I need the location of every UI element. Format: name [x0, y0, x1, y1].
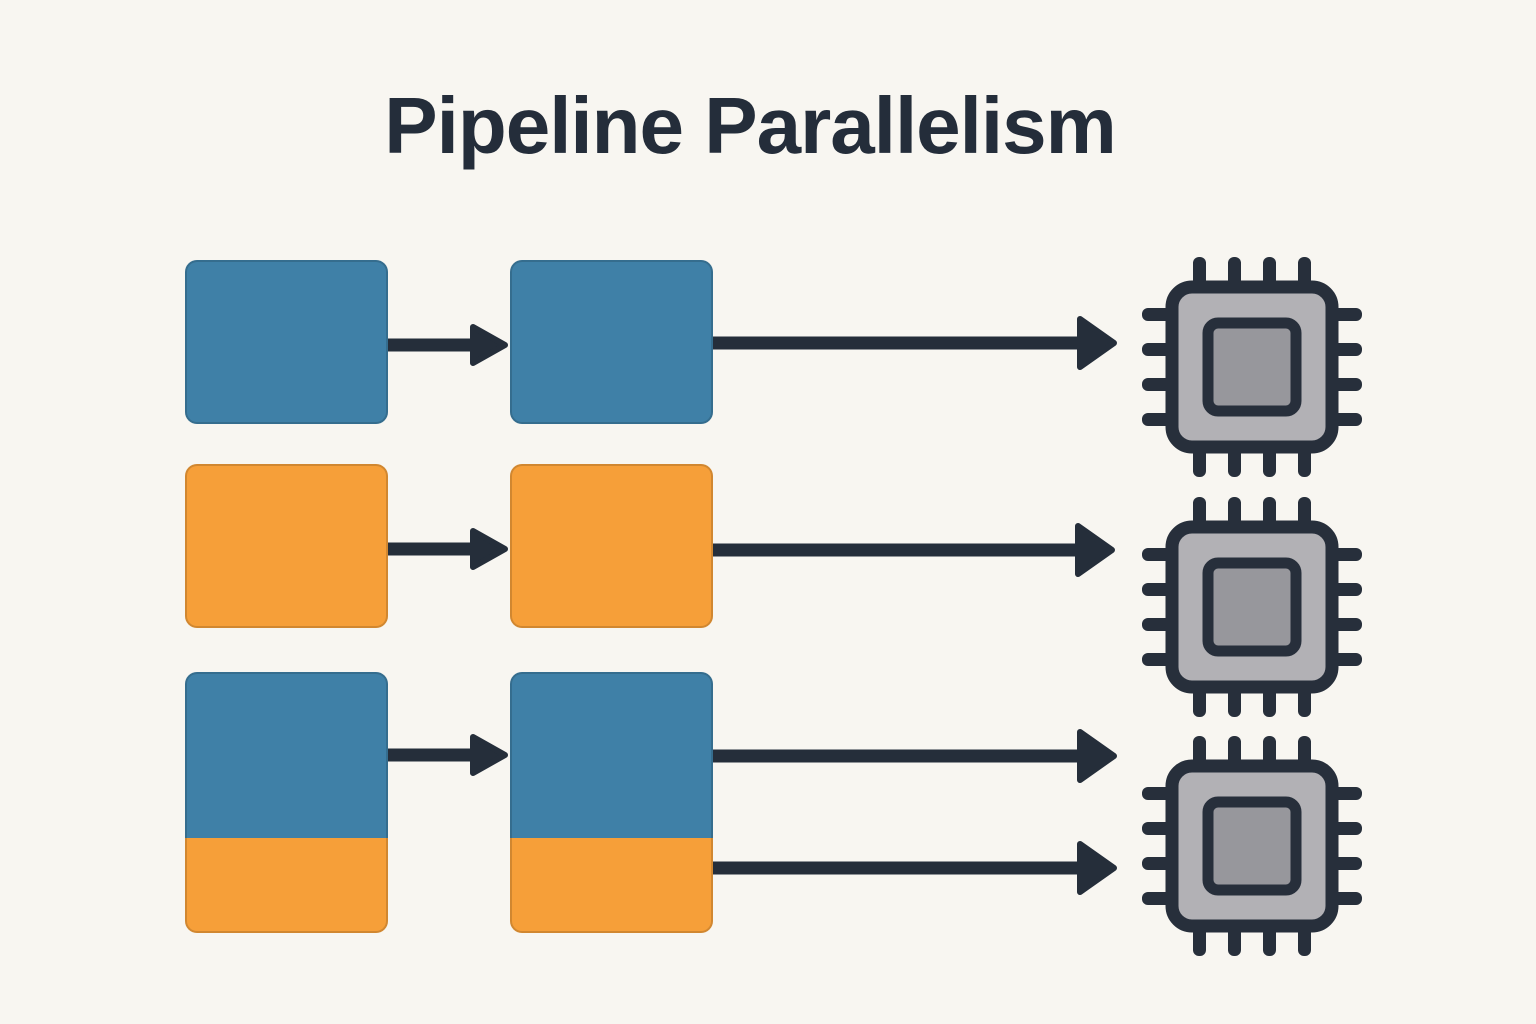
processor-chip-icon-2 — [1142, 497, 1362, 717]
processor-chip-icon-1 — [1142, 257, 1362, 477]
diagram-title: Pipeline Parallelism — [384, 81, 1116, 170]
arrow-row1-stage1-to-stage2 — [388, 324, 508, 366]
arrow-row2-stage1-to-stage2 — [388, 528, 508, 570]
stage-box-row2-stage1 — [185, 464, 388, 628]
arrow-row3-stage1-to-stage2 — [388, 734, 508, 776]
arrow-row2-stage2-to-chip2 — [713, 523, 1115, 577]
arrow-row3-stage2-blue-to-chip3 — [713, 729, 1117, 783]
stage-box-row3-stage1 — [185, 672, 388, 933]
arrow-row3-stage2-orange-to-chip3 — [713, 841, 1117, 895]
stage-box-row2-stage2 — [510, 464, 713, 628]
processor-chip-icon-3 — [1142, 736, 1362, 956]
arrow-row1-stage2-to-chip1 — [713, 316, 1117, 370]
stage-box-row3-stage2 — [510, 672, 713, 933]
stage-box-row1-stage1 — [185, 260, 388, 424]
stage-box-row1-stage2 — [510, 260, 713, 424]
